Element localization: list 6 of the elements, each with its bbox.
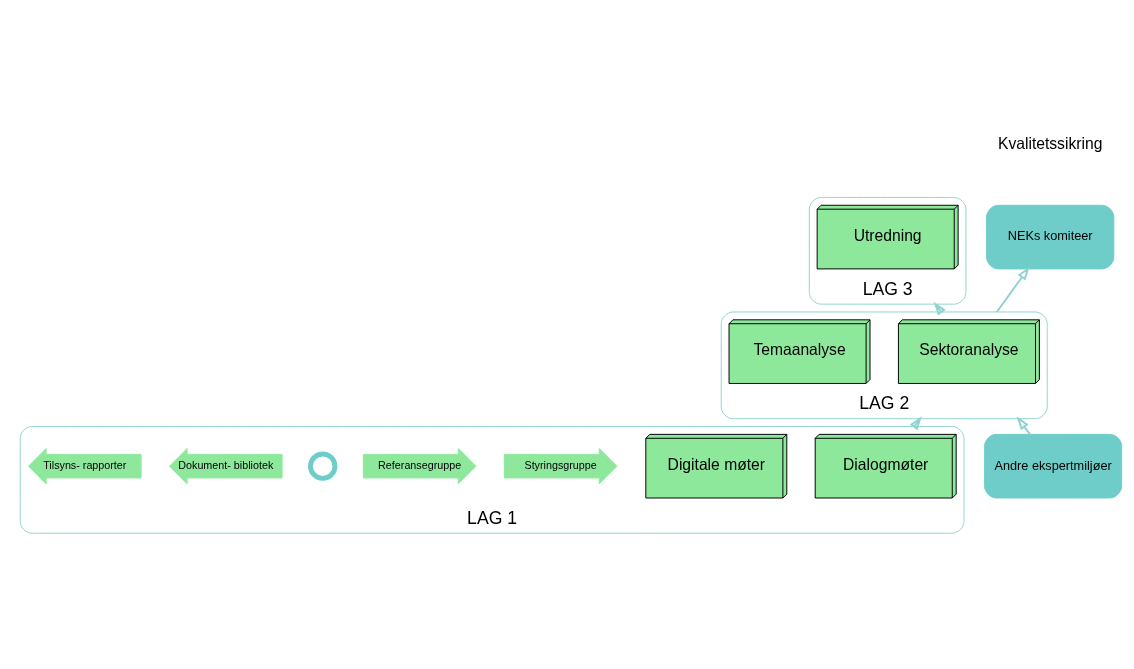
arrow (1016, 416, 1031, 436)
node-box: NEKs komiteer (986, 204, 1115, 270)
node-circle (308, 451, 338, 481)
label: Kvalitetssikring (997, 135, 1103, 153)
node-box: Andre ekspertmiljøer (984, 433, 1123, 499)
arrow (995, 266, 1030, 313)
